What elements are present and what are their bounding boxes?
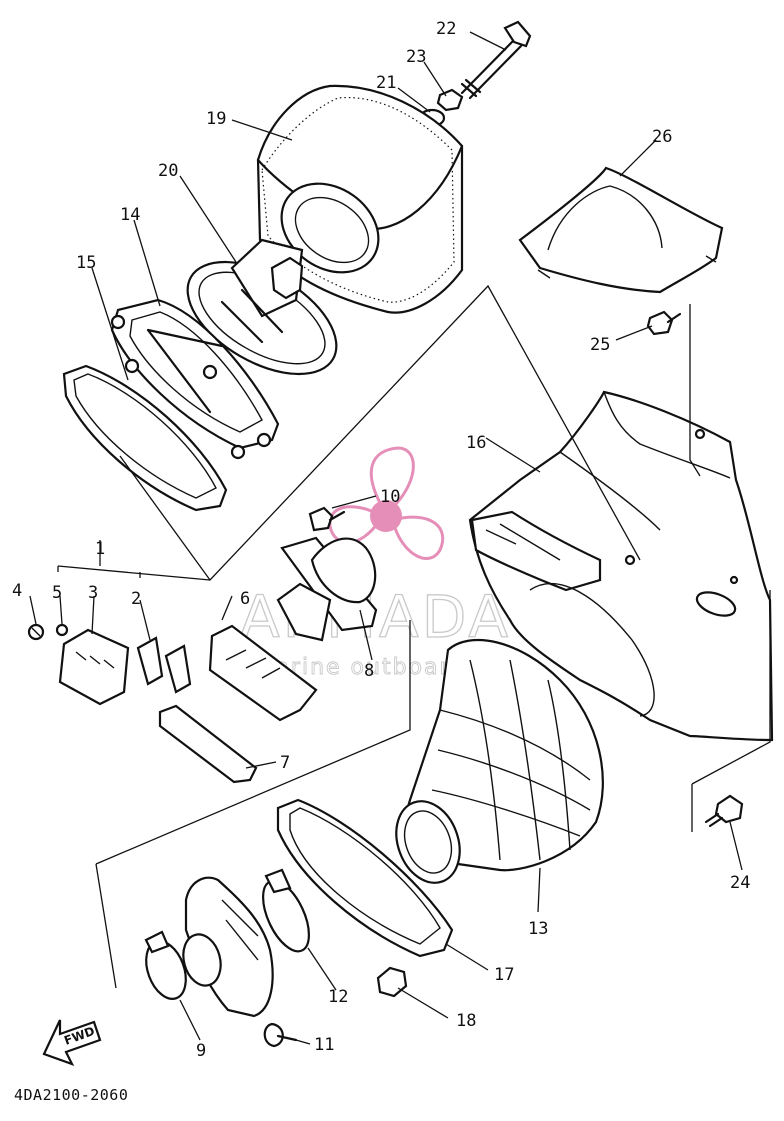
callout-15: 15: [76, 253, 96, 273]
part-10-bolt: [308, 506, 346, 532]
part-26-cover: [518, 166, 724, 294]
callout-labels: 1 2 3 4 5 6 7 8 9 10 11 12 13 14 15 16 1…: [12, 19, 750, 1061]
part-13-intake-boot: [395, 638, 604, 884]
part-14-filter-plate: [110, 298, 280, 460]
callout-3: 3: [88, 583, 98, 603]
callout-12: 12: [328, 987, 348, 1007]
callout-11: 11: [314, 1035, 334, 1055]
part-4-screw: [27, 623, 45, 641]
callout-10: 10: [380, 487, 400, 507]
watermark-propeller-logo: [328, 446, 445, 561]
part-9-clamp: [144, 930, 187, 1000]
fwd-arrow: FWD: [42, 1019, 102, 1066]
part-7-gasket: [158, 704, 258, 784]
part-18-nut: [376, 966, 408, 998]
callout-20: 20: [158, 161, 178, 181]
part-15-gasket: [62, 364, 228, 512]
part-23-nut: [436, 88, 464, 112]
callout-19: 19: [206, 109, 226, 129]
assembly-outlines: [57, 284, 771, 989]
part-24-bolt: [704, 794, 744, 828]
part-22-wing-bolt: [460, 20, 532, 100]
callout-2: 2: [131, 589, 141, 609]
part-20-filter-guide: [186, 238, 338, 376]
part-16-air-box: [468, 390, 774, 742]
callout-1: 1: [95, 539, 105, 559]
part-5-washer: [55, 623, 69, 637]
carburetor-body: [182, 876, 274, 1018]
callout-21: 21: [376, 73, 396, 93]
callout-14: 14: [120, 205, 140, 225]
part-6-reed-case: [208, 624, 318, 722]
callout-16: 16: [466, 433, 486, 453]
callout-9: 9: [196, 1041, 206, 1061]
part-11-clip: [263, 1022, 298, 1048]
part-17-flange-gasket: [276, 798, 454, 958]
part-19-air-filter-element: [256, 84, 464, 314]
callout-4: 4: [12, 581, 22, 601]
callout-23: 23: [406, 47, 426, 67]
callout-7: 7: [280, 753, 290, 773]
part-2-reed-stopper: [136, 636, 192, 694]
callout-26: 26: [652, 127, 672, 147]
part-25-bolt: [646, 310, 682, 336]
callout-6: 6: [240, 589, 250, 609]
callout-25: 25: [590, 335, 610, 355]
callout-22: 22: [436, 19, 456, 39]
callout-24: 24: [730, 873, 750, 893]
callout-13: 13: [528, 919, 548, 939]
callout-8: 8: [364, 661, 374, 681]
callout-18: 18: [456, 1011, 476, 1031]
part-8-carburetor-joint: [276, 536, 378, 642]
part-12-clamp: [262, 868, 310, 953]
part-code-label: 4DA2100-2060: [14, 1086, 128, 1104]
callout-5: 5: [52, 583, 62, 603]
callout-leaders: [29, 31, 743, 1045]
callout-17: 17: [494, 965, 514, 985]
part-3-reed-valve: [58, 628, 130, 706]
